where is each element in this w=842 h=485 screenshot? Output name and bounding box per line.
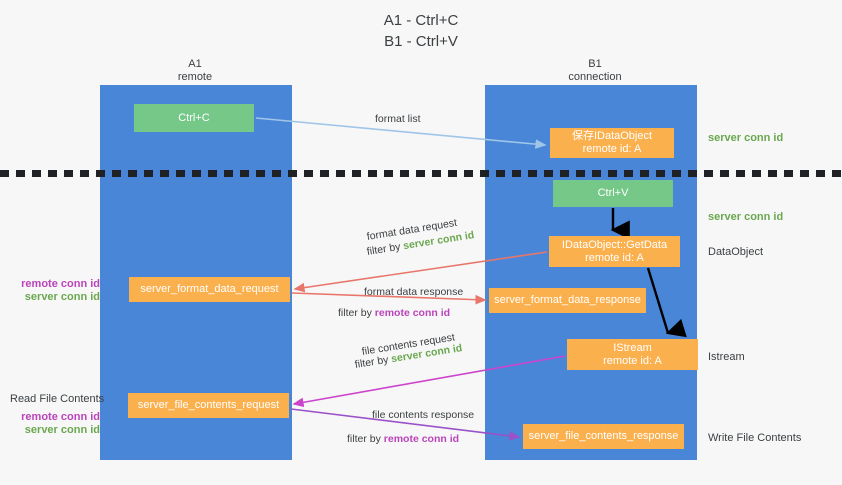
annotation-istream: Istream <box>708 351 745 363</box>
filter-by-text-4: filter by <box>347 433 384 445</box>
box-istream[interactable]: IStream remote id: A <box>567 339 698 370</box>
box-ctrl-v[interactable]: Ctrl+V <box>553 180 673 207</box>
phase-divider <box>0 170 842 177</box>
box-server-format-data-request[interactable]: server_format_data_request <box>129 277 290 302</box>
annotation-dataobject: DataObject <box>708 246 764 258</box>
annotation-server-conn-id-mid: server conn id <box>708 211 784 223</box>
edge-label-file-contents-response: file contents response <box>372 409 475 421</box>
edge-label-filter-remote-conn-id-2: filter by remote conn id <box>347 432 459 447</box>
remote-conn-id-text-2: remote conn id <box>383 433 460 445</box>
box-server-file-contents-request[interactable]: server_file_contents_request <box>128 393 289 418</box>
annotation-server-conn-id-top: server conn id <box>708 132 784 144</box>
annotation-write-file-contents: Write File Contents <box>708 432 802 444</box>
annotation-remote-conn-id: remote conn id <box>21 278 100 290</box>
box-idataobject-getdata[interactable]: IDataObject::GetData remote id: A <box>549 236 680 267</box>
column-header-b1: B1 connection <box>568 58 622 83</box>
box-save-idataobject[interactable]: 保存IDataObject remote id: A <box>550 128 674 158</box>
column-header-a1: A1 remote <box>177 58 213 83</box>
edge-label-filter-remote-conn-id-1: filter by remote conn id <box>338 306 450 321</box>
edge-label-format-data-response: format data response <box>364 286 464 298</box>
filter-by-text-2: filter by <box>338 307 375 319</box>
annotation-conn-ids-lower: remote conn id server conn id <box>10 411 100 437</box>
remote-conn-id-text-1: remote conn id <box>374 307 451 319</box>
filter-by-text-3: filter by <box>353 353 393 371</box>
box-server-format-data-response[interactable]: server_format_data_response <box>489 288 646 313</box>
box-server-file-contents-response[interactable]: server_file_contents_response <box>523 424 684 449</box>
box-ctrl-c[interactable]: Ctrl+C <box>134 104 254 132</box>
annotation-server-conn-id-2: server conn id <box>24 424 100 436</box>
edge-label-format-list: format list <box>375 113 421 125</box>
annotation-read-file-contents: Read File Contents <box>10 393 105 405</box>
annotation-conn-ids-upper: remote conn id server conn id <box>10 278 100 304</box>
annotation-remote-conn-id-2: remote conn id <box>21 411 100 423</box>
page-title: A1 - Ctrl+C B1 - Ctrl+V <box>383 12 459 50</box>
annotation-server-conn-id: server conn id <box>24 291 100 303</box>
